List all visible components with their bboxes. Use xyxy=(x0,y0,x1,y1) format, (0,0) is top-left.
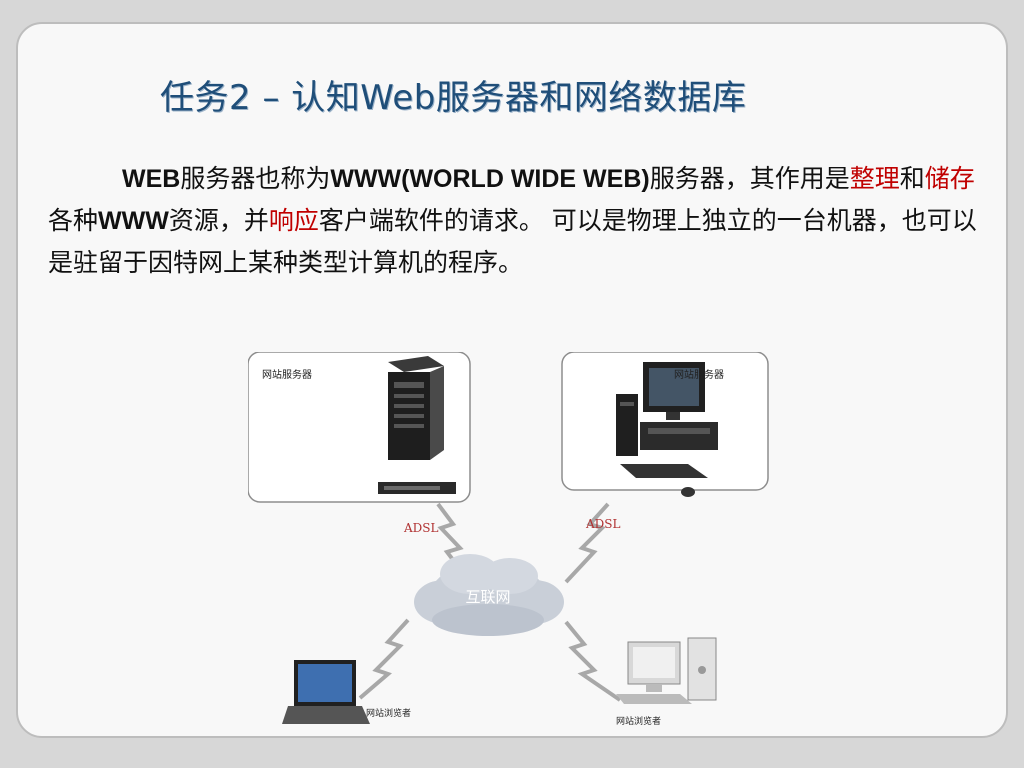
text-segment: 服务器也称为 xyxy=(180,164,331,193)
text-segment: 各种 xyxy=(48,206,99,235)
network-diagram: ADSL ADSL 互联网 网站服务器 网站服务器 xyxy=(248,352,769,727)
text-www: WWW xyxy=(98,207,169,235)
text-segment: 客户端软件的请求。 可以是物理上独立的一台机器，也可以是驻留于因特网上某种类型计… xyxy=(48,206,977,277)
laptop-icon xyxy=(282,660,370,724)
highlight-store: 储存 xyxy=(924,164,975,193)
adsl-label-right: ADSL xyxy=(585,517,621,531)
link-browser-left xyxy=(358,618,410,700)
adsl-label-left: ADSL xyxy=(403,521,439,535)
text-segment: 服务器，其作用是 xyxy=(649,164,850,193)
highlight-respond: 响应 xyxy=(268,206,319,235)
network-switch-icon xyxy=(378,482,456,494)
internet-cloud-icon xyxy=(414,554,564,636)
text-web: WEB xyxy=(122,165,181,193)
text-www-full: WWW(WORLD WIDE WEB) xyxy=(330,165,650,193)
browser-label-right: 网站浏览者 xyxy=(616,715,661,727)
server-label-left: 网站服务器 xyxy=(262,368,312,381)
browser-label-left: 网站浏览者 xyxy=(366,707,411,719)
body-paragraph: WEB服务器也称为WWW(WORLD WIDE WEB)服务器，其作用是整理和储… xyxy=(48,158,978,284)
text-segment: 资源，并 xyxy=(168,206,269,235)
slide-title: 任务2 – 认知Web服务器和网络数据库 xyxy=(160,78,747,118)
desktop-server-icon xyxy=(616,362,718,497)
desktop-client-icon xyxy=(616,637,717,704)
server-box-right xyxy=(561,352,769,491)
link-server-right xyxy=(564,502,610,584)
slide: 任务2 – 认知Web服务器和网络数据库 WEB服务器也称为WWW(WORLD … xyxy=(16,22,1008,738)
highlight-organize: 整理 xyxy=(849,164,900,193)
server-label-right: 网站服务器 xyxy=(674,368,724,381)
tower-server-icon xyxy=(388,356,444,460)
link-browser-right xyxy=(564,620,622,702)
text-segment: 和 xyxy=(899,164,925,193)
cloud-label: 互联网 xyxy=(465,588,510,606)
